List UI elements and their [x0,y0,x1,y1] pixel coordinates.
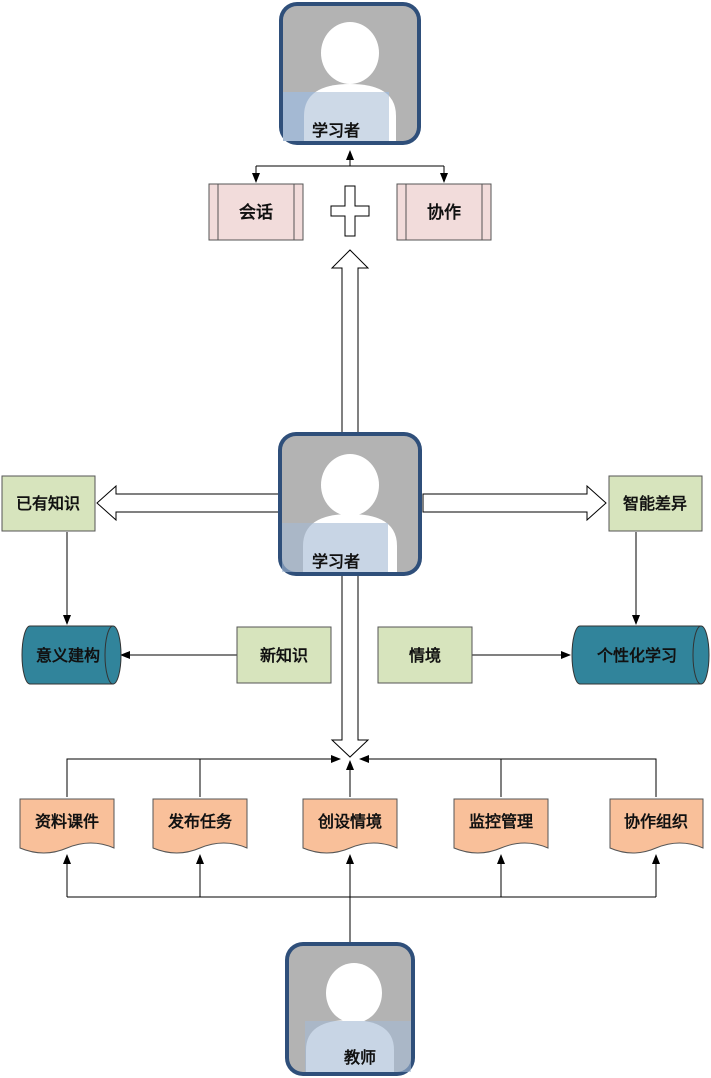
learner-top-label: 学习者 [312,121,360,140]
new-knowledge-box [236,626,332,684]
conversation-label: 会话 [239,202,273,223]
block-arrow-left [96,484,281,522]
personalized-learning-label: 个性化学习 [596,646,677,665]
publish-task-doc [152,798,248,854]
prior-knowledge-box [1,475,96,532]
new-knowledge-label: 新知识 [260,646,308,665]
conversation-box [208,183,304,241]
avatar-shirt-overlay [282,523,388,572]
learner-top-node: 学习者 [279,2,421,145]
create-situation-label: 创设情境 [317,812,382,831]
teacher-label: 教师 [344,1048,376,1067]
intelligent-difference-box [608,475,703,532]
learner-center-node: 学习者 [278,432,422,576]
connectors [63,150,660,942]
prior-knowledge-node: 已有知识 [1,475,96,532]
line-materials-to-bus [66,755,341,797]
block-arrow-down [330,573,370,758]
avatar-shirt-overlay [283,92,389,141]
learner-center-label: 学习者 [312,552,360,571]
new-knowledge-node: 新知识 [236,626,332,684]
collab-org-doc [609,798,704,854]
materials-label: 资料课件 [35,812,99,831]
personalized-learning-node: 个性化学习 [571,625,710,685]
materials-doc [19,798,115,854]
block-arrows [96,185,607,758]
intelligent-difference-label: 智能差异 [623,494,687,513]
collab-org-label: 协作组织 [624,812,688,831]
avatar-shirt-overlay [305,1021,411,1072]
prior-knowledge-label: 已有知识 [16,494,80,513]
meaning-construction-label: 意义建构 [36,646,100,665]
monitor-manage-node: 监控管理 [453,798,549,854]
collab-org-node: 协作组织 [609,798,704,854]
materials-node: 资料课件 [19,798,115,854]
create-situation-node: 创设情境 [302,798,398,854]
intelligent-difference-node: 智能差异 [608,475,703,532]
line-collab-org-to-bus [359,755,657,797]
personalized-learning-cylinder-end [692,625,702,685]
publish-task-label: 发布任务 [167,812,233,831]
monitor-manage-label: 监控管理 [469,812,533,831]
situation-box [377,626,473,684]
situation-node: 情境 [377,626,473,684]
teacher-node: 教师 [285,942,415,1076]
collaboration-box [396,183,492,241]
conversation-node: 会话 [208,183,304,241]
avatar-head-icon [321,454,379,516]
collaboration-node: 协作 [396,183,492,241]
create-situation-doc [302,798,398,854]
collaboration-label: 协作 [427,202,461,223]
avatar-head-icon [321,22,379,84]
block-arrow-up [330,249,370,434]
block-arrow-right [422,484,607,522]
avatar-head-icon [326,963,382,1023]
monitor-manage-doc [453,798,549,854]
plus-icon [330,185,370,237]
situation-label: 情境 [409,646,441,665]
publish-task-node: 发布任务 [152,798,248,854]
meaning-construction-node: 意义建构 [21,625,122,685]
meaning-construction-cylinder-end [104,625,114,685]
